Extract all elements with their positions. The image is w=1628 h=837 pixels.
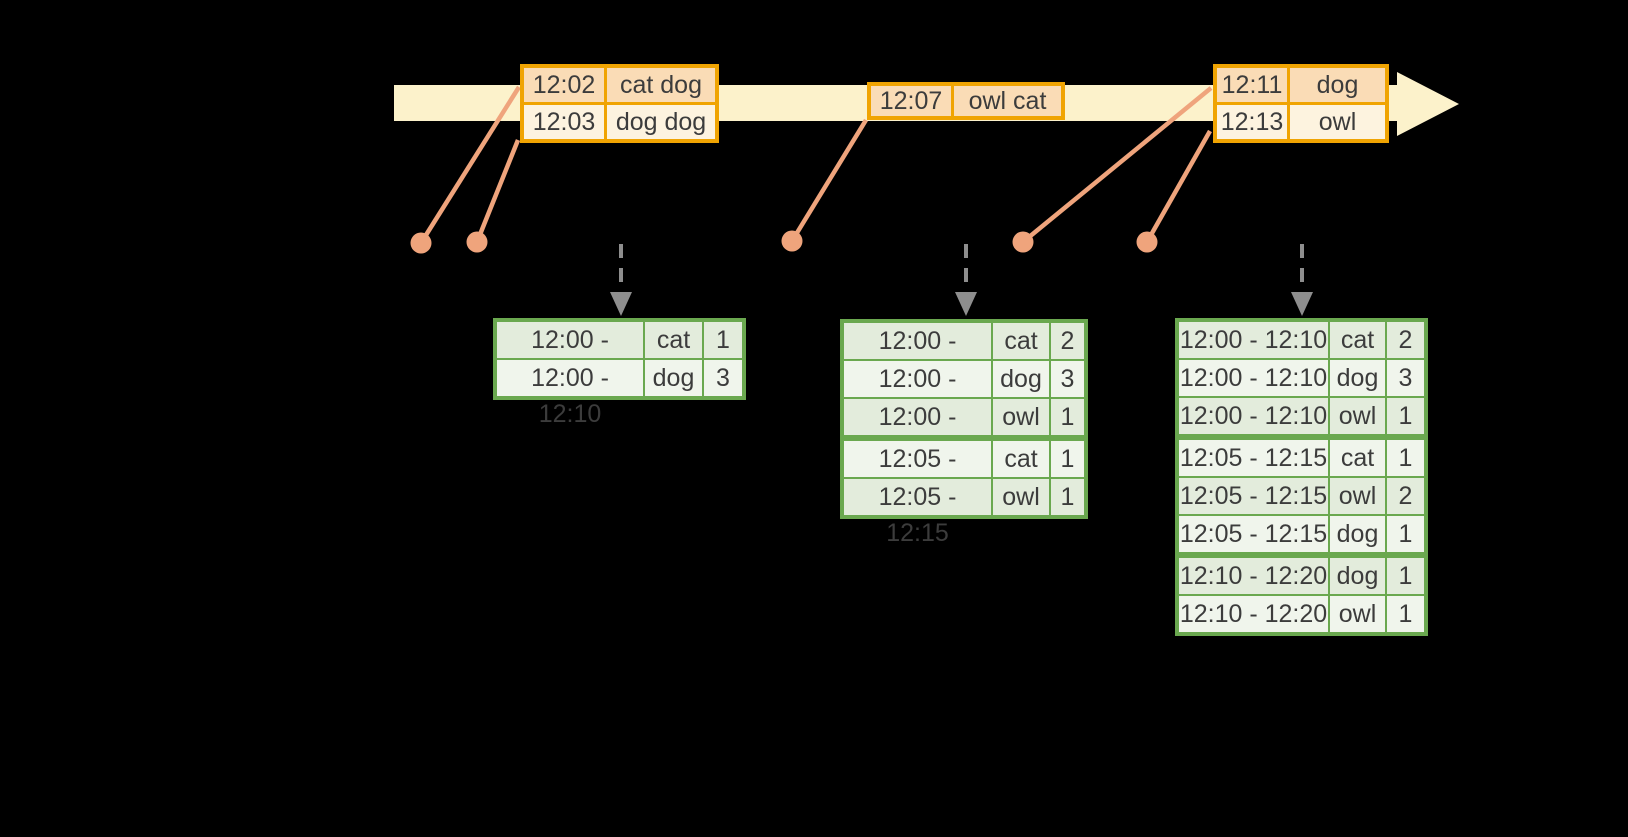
window-cell: 12:00 - 12:10: [1179, 322, 1328, 358]
event-table-2: 12:07 owl cat: [867, 82, 1065, 120]
event-words-cell: owl cat: [954, 86, 1061, 116]
word-cell: owl: [1330, 596, 1385, 632]
count-cell: 1: [1051, 479, 1084, 515]
word-cell: cat: [993, 323, 1049, 359]
word-cell: cat: [1330, 322, 1385, 358]
result-row: 12:00 - 12:10 owl 1: [844, 399, 1084, 467]
word-cell: cat: [1330, 440, 1385, 476]
event-row: 12:11 dog: [1217, 68, 1385, 102]
result-row: 12:00 - 12:10 dog 3: [844, 361, 1084, 429]
connector-line: [790, 118, 868, 243]
event-dots: [410, 230, 1158, 254]
window-cell: 12:00 - 12:10: [844, 399, 991, 467]
down-arrowhead-icon: [1291, 292, 1313, 316]
event-row: 12:13 owl: [1217, 105, 1385, 139]
event-row: 12:07 owl cat: [871, 86, 1061, 116]
window-cell: 12:10 - 12:20: [1179, 558, 1328, 594]
result-row: 12:05 - 12:15 dog 1: [1179, 516, 1424, 552]
count-cell: 1: [704, 322, 742, 358]
window-cell: 12:00 - 12:10: [497, 360, 643, 428]
count-cell: 1: [1387, 398, 1424, 434]
word-cell: dog: [993, 361, 1049, 397]
word-cell: dog: [1330, 360, 1385, 396]
event-dot-icon: [1136, 231, 1158, 253]
window-cell: 12:05 - 12:15: [1179, 478, 1328, 514]
result-row: 12:00 - 12:10 dog 3: [1179, 360, 1424, 396]
result-row: 12:10 - 12:20 owl 1: [1179, 596, 1424, 632]
word-cell: dog: [645, 360, 702, 396]
down-arrowhead-icon: [955, 292, 977, 316]
window-cell: 12:05 - 12:15: [1179, 516, 1328, 552]
count-cell: 3: [1051, 361, 1084, 397]
result-row: 12:00 - 12:10 cat 1: [497, 322, 742, 390]
word-cell: owl: [1330, 398, 1385, 434]
count-cell: 1: [1051, 441, 1084, 477]
count-cell: 2: [1387, 322, 1424, 358]
event-words-cell: dog: [1290, 68, 1385, 102]
event-dot-icon: [781, 230, 803, 252]
event-time-cell: 12:03: [524, 105, 604, 139]
connector-line: [419, 85, 521, 245]
word-cell: owl: [993, 479, 1049, 515]
count-cell: 1: [1387, 596, 1424, 632]
result-row: 12:00 - 12:10 owl 1: [1179, 398, 1424, 434]
result-row: 12:05 - 12:15 owl 2: [1179, 478, 1424, 514]
count-cell: 1: [1387, 440, 1424, 476]
word-cell: cat: [993, 441, 1049, 477]
word-cell: dog: [1330, 516, 1385, 552]
connector-line: [1145, 129, 1212, 244]
result-row: 12:10 - 12:20 dog 1: [1179, 558, 1424, 594]
result-row: 12:00 - 12:10 cat 2: [844, 323, 1084, 391]
event-row: 12:02 cat dog: [524, 68, 715, 102]
result-table-2: 12:00 - 12:10 cat 2 12:00 - 12:10 dog 3 …: [840, 319, 1088, 547]
result-row: 12:00 - 12:10 cat 2: [1179, 322, 1424, 358]
event-time-cell: 12:11: [1217, 68, 1287, 102]
count-cell: 3: [1387, 360, 1424, 396]
count-cell: 2: [1387, 478, 1424, 514]
event-dot-icon: [466, 231, 488, 253]
result-table-1: 12:00 - 12:10 cat 1 12:00 - 12:10 dog 3: [493, 318, 746, 428]
event-dot-icon: [1012, 231, 1034, 253]
count-cell: 2: [1051, 323, 1084, 359]
window-cell: 12:00 - 12:10: [1179, 398, 1328, 434]
event-time-cell: 12:13: [1217, 105, 1287, 139]
window-cell: 12:10 - 12:20: [1179, 596, 1328, 632]
timeline-arrowhead-icon: [1397, 72, 1459, 136]
event-table-3: 12:11 dog 12:13 owl: [1213, 64, 1389, 143]
count-cell: 1: [1387, 558, 1424, 594]
event-dot-icon: [410, 232, 432, 254]
window-cell: 12:05 - 12:15: [844, 479, 991, 547]
window-cell: 12:00 - 12:10: [844, 361, 991, 429]
count-cell: 1: [1387, 516, 1424, 552]
event-words-cell: cat dog: [607, 68, 715, 102]
down-arrowhead-icon: [610, 292, 632, 316]
word-cell: dog: [1330, 558, 1385, 594]
count-cell: 3: [704, 360, 742, 396]
result-row: 12:00 - 12:10 dog 3: [497, 360, 742, 428]
window-cell: 12:05 - 12:15: [1179, 440, 1328, 476]
window-cell: 12:00 - 12:10: [497, 322, 643, 390]
word-cell: cat: [645, 322, 702, 358]
count-cell: 1: [1051, 399, 1084, 435]
window-cell: 12:05 - 12:15: [844, 441, 991, 509]
event-words-cell: owl: [1290, 105, 1385, 139]
event-time-cell: 12:07: [871, 86, 951, 116]
word-cell: owl: [993, 399, 1049, 435]
window-cell: 12:00 - 12:10: [844, 323, 991, 391]
result-row: 12:05 - 12:15 cat 1: [1179, 440, 1424, 476]
dashed-arrowheads: [610, 292, 1313, 316]
result-row: 12:05 - 12:15 cat 1: [844, 441, 1084, 509]
result-row: 12:05 - 12:15 owl 1: [844, 479, 1084, 547]
dashed-arrows: [619, 244, 1304, 294]
event-words-cell: dog dog: [607, 105, 715, 139]
result-table-3: 12:00 - 12:10 cat 2 12:00 - 12:10 dog 3 …: [1175, 318, 1428, 636]
event-time-cell: 12:02: [524, 68, 604, 102]
event-table-1: 12:02 cat dog 12:03 dog dog: [520, 64, 719, 143]
window-cell: 12:00 - 12:10: [1179, 360, 1328, 396]
connector-line: [474, 139, 521, 243]
event-row: 12:03 dog dog: [524, 105, 715, 139]
word-cell: owl: [1330, 478, 1385, 514]
